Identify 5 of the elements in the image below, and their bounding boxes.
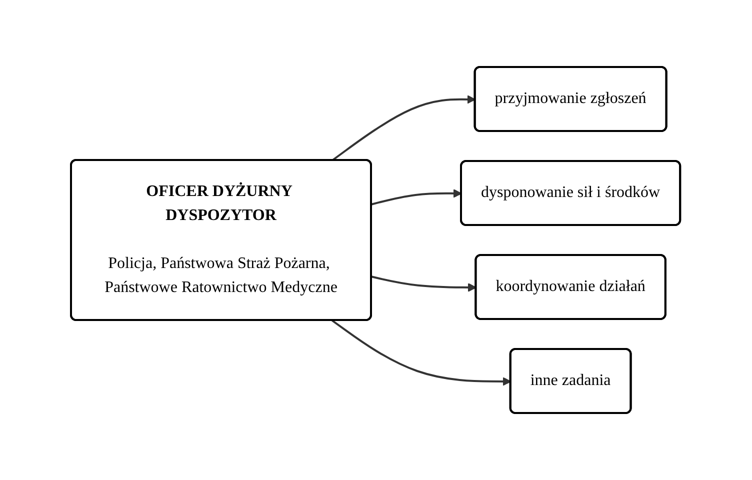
node-text: OFICER DYŻURNY DYSPOZYTOR Policja, Państwowa Straż Pożarna, Państwowe Ratownictwo Medyczne	[105, 183, 338, 296]
arrow	[332, 95, 476, 162]
arrow	[332, 320, 512, 386]
arrow	[372, 189, 462, 206]
arrow	[372, 276, 478, 292]
